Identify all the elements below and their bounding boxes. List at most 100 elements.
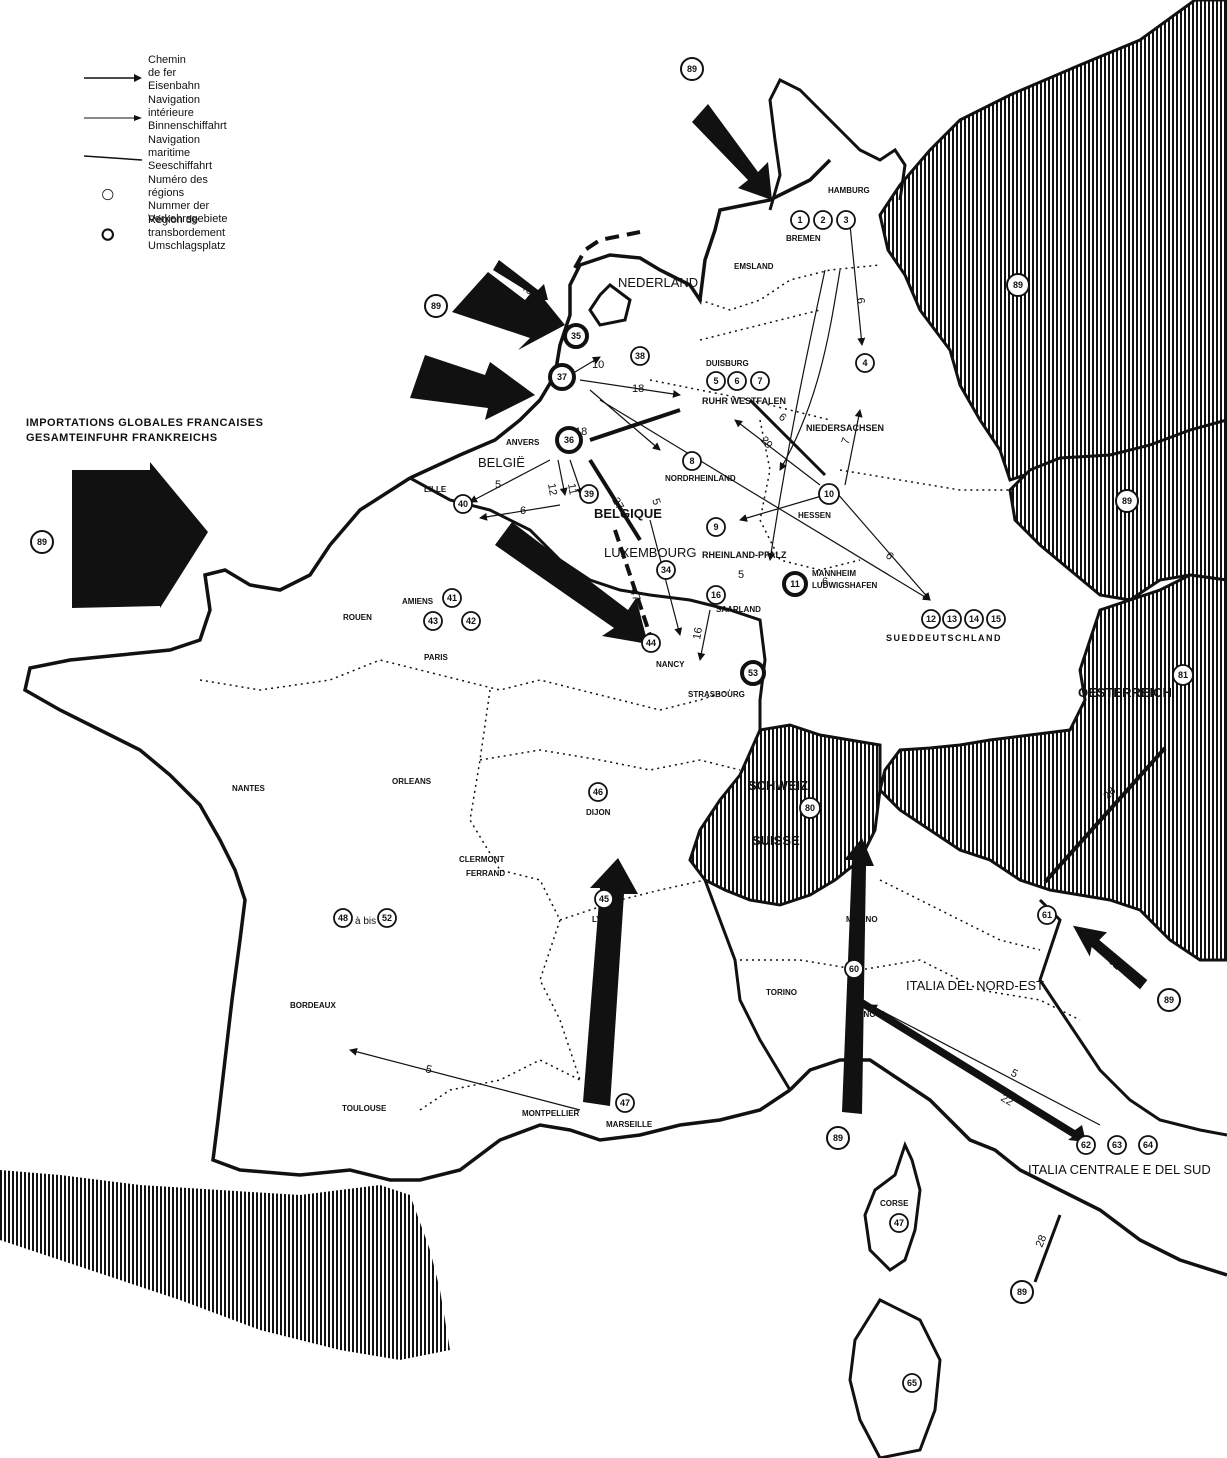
italy-adriatic-coast <box>1038 898 1227 1137</box>
svg-text:34: 34 <box>661 565 671 575</box>
imports-title-fr: IMPORTATIONS GLOBALES FRANCAISES <box>26 417 264 429</box>
svg-text:10: 10 <box>824 489 834 499</box>
label-italia-cs: ITALIA CENTRALE E DEL SUD <box>1028 1162 1211 1177</box>
region-63: 63 <box>1107 1135 1127 1155</box>
svg-text:15: 15 <box>991 614 1001 624</box>
legend-region-de: Nummer der Verkehrsgebiete <box>148 200 228 225</box>
region-31-transshipment: 36 <box>555 426 583 454</box>
sardinia-coast <box>848 1298 942 1458</box>
label-suisse: SUISSE <box>752 833 800 848</box>
region-35-transshipment: 35 <box>563 323 589 349</box>
label-lille: LILLE <box>424 485 447 494</box>
legend-region-fr: Numéro des régions <box>148 174 208 199</box>
region-89-poland: 89 <box>1006 273 1030 297</box>
label-nederland: NEDERLAND <box>618 275 698 290</box>
region-44: 44 <box>641 633 661 653</box>
svg-text:9: 9 <box>713 522 718 532</box>
label-marseille: MARSEILLE <box>606 1120 653 1129</box>
flow-label-12: 12 <box>545 482 559 496</box>
flow-label-92: 92 <box>853 887 865 900</box>
svg-text:62: 62 <box>1081 1140 1091 1150</box>
label-amiens: AMIENS <box>402 597 434 606</box>
flow-line-niedersachsen <box>844 409 863 486</box>
region-9: 9 <box>706 517 726 537</box>
label-clermont: CLERMONT <box>459 855 504 864</box>
region-38: 38 <box>630 346 650 366</box>
flow-label-78: 78 <box>720 143 737 160</box>
flow-bar-86 <box>583 858 638 1106</box>
internal-region-borders <box>199 264 1081 1111</box>
region-11-transshipment: 11 <box>782 571 808 597</box>
svg-text:89: 89 <box>1164 995 1174 1005</box>
legend-maritime-fr: Navigation maritime <box>148 134 200 159</box>
flow-line-hessen-sued-b <box>599 399 931 601</box>
flow-line-italy-5 <box>869 1004 1101 1126</box>
label-emsland: EMSLAND <box>734 262 774 271</box>
flow-bar-147 <box>495 522 648 644</box>
region-8: 8 <box>682 451 702 471</box>
label-nantes: NANTES <box>232 784 266 793</box>
flow-label-6d: 6 <box>883 550 896 563</box>
label-bremen: BREMEN <box>786 234 821 243</box>
benelux-coastline <box>409 158 832 480</box>
svg-text:43: 43 <box>428 616 438 626</box>
svg-text:52: 52 <box>382 913 392 923</box>
flow-label-28-south: 28 <box>1034 1233 1050 1249</box>
svg-text:42: 42 <box>466 616 476 626</box>
flow-line-12 <box>557 459 568 496</box>
region-64: 64 <box>1138 1135 1158 1155</box>
svg-text:37: 37 <box>557 372 567 382</box>
svg-text:2: 2 <box>820 215 825 225</box>
region-10: 10 <box>818 483 840 505</box>
svg-text:89: 89 <box>687 64 697 74</box>
legend-transshipment-fr: Région de transbordement <box>148 214 226 239</box>
flow-line-9 <box>739 494 826 522</box>
region-37-transshipment: 37 <box>548 363 576 391</box>
flow-label-5b: 5 <box>649 497 662 507</box>
flow-label-9: 5 <box>738 569 744 581</box>
region-4: 4 <box>855 353 875 373</box>
region-1: 1 <box>790 210 810 230</box>
region-circle-icon <box>102 189 114 201</box>
region-45: 45 <box>594 889 614 909</box>
label-rheinland-pfalz: RHEINLAND-PFALZ <box>702 550 787 560</box>
region-2: 2 <box>813 210 833 230</box>
svg-text:1: 1 <box>797 215 802 225</box>
flow-line-29 <box>734 419 821 486</box>
svg-text:41: 41 <box>447 593 457 603</box>
svg-text:12: 12 <box>926 614 936 624</box>
svg-text:13: 13 <box>947 614 957 624</box>
region-89-tyrrhenian: 89 <box>1010 1280 1034 1304</box>
flow-bar-78 <box>692 104 772 200</box>
region-89-westsea: 89 <box>424 294 448 318</box>
svg-text:5: 5 <box>713 376 718 386</box>
flow-bar-47 <box>613 529 652 636</box>
flow-label-5-france: 5 <box>424 1063 433 1076</box>
flow-label-18a: 18 <box>632 383 644 395</box>
label-niedersachsen: NIEDERSACHSEN <box>806 423 884 433</box>
region-5: 5 <box>706 371 726 391</box>
flow-bar-18b <box>589 408 681 442</box>
region-53-transshipment: 53 <box>740 660 766 686</box>
region-89-north: 89 <box>680 57 704 81</box>
svg-text:40: 40 <box>458 499 468 509</box>
label-corse: CORSE <box>880 1199 909 1208</box>
place-labels: HAMBURG BREMEN EMSLAND DUISBURG RUHR WES… <box>232 186 1001 1208</box>
label-toulouse: TOULOUSE <box>342 1104 387 1113</box>
label-bis: à bis <box>355 916 376 927</box>
label-duisburg: DUISBURG <box>706 359 749 368</box>
flow-bar-29 <box>748 398 827 477</box>
flow-bar-740 <box>72 462 208 608</box>
flow-line-hamburg-rhine <box>767 269 826 561</box>
flow-label-27: 27 <box>609 496 626 513</box>
label-bordeaux: BORDEAUX <box>290 1001 336 1010</box>
zuiderzee-coast <box>588 283 632 327</box>
label-saarland: SAARLAND <box>716 605 761 614</box>
svg-text:81: 81 <box>1178 670 1188 680</box>
svg-text:45: 45 <box>599 894 609 904</box>
flow-line-france-5 <box>349 1047 581 1111</box>
region-3: 3 <box>836 210 856 230</box>
svg-text:89: 89 <box>1017 1287 1027 1297</box>
region-16: 16 <box>706 585 726 605</box>
flow-label-5c: 5 <box>495 479 501 491</box>
